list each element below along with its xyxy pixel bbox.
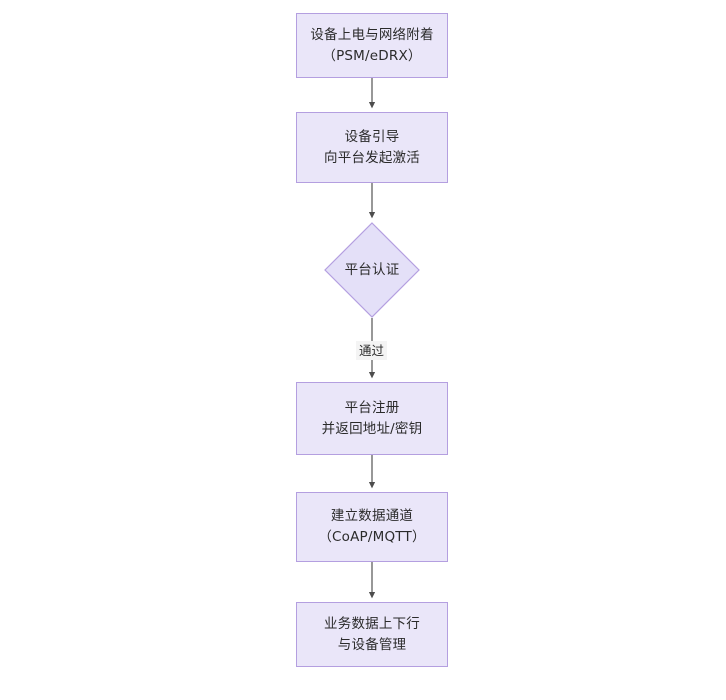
node-bootstrap-line-1: 设备引导 [344, 128, 400, 145]
diamond-shape-icon [324, 222, 420, 318]
node-power-on[interactable]: 设备上电与网络附着 （PSM/eDRX） [296, 13, 448, 78]
edge-label-pass: 通过 [356, 341, 388, 360]
node-platform-auth[interactable]: 平台认证 [324, 222, 420, 318]
node-platform-register-line-1: 平台注册 [344, 399, 400, 416]
node-bootstrap-line-2: 向平台发起激活 [324, 149, 420, 166]
node-platform-auth-label: 平台认证 [344, 262, 400, 278]
node-platform-register-line-2: 并返回地址/密钥 [321, 420, 423, 437]
node-power-on-line-2: （PSM/eDRX） [322, 47, 422, 64]
node-data-channel-line-1: 建立数据通道 [330, 508, 414, 524]
node-platform-register[interactable]: 平台注册 并返回地址/密钥 [296, 382, 448, 455]
node-business-data-line-2: 与设备管理 [337, 636, 407, 653]
node-bootstrap[interactable]: 设备引导 向平台发起激活 [296, 112, 448, 183]
node-power-on-line-1: 设备上电与网络附着 [310, 26, 434, 43]
node-data-channel-line-2: （CoAP/MQTT） [318, 529, 426, 545]
node-business-data-line-1: 业务数据上下行 [324, 615, 420, 632]
node-business-data[interactable]: 业务数据上下行 与设备管理 [296, 602, 448, 667]
node-data-channel[interactable]: 建立数据通道 （CoAP/MQTT） [296, 492, 448, 562]
